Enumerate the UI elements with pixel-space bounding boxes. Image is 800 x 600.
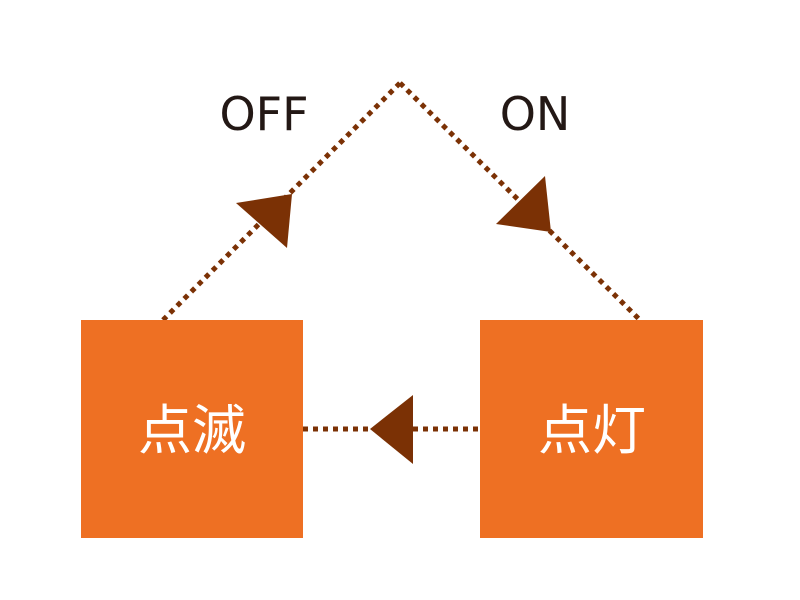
arrowhead-return bbox=[370, 395, 413, 464]
transition-label-off: OFF bbox=[219, 87, 308, 141]
transition-label-on: ON bbox=[500, 87, 571, 141]
state-label-lit: 点灯 bbox=[538, 399, 646, 462]
arrowhead-on bbox=[496, 176, 551, 232]
connector-apex-to-lit bbox=[398, 81, 642, 322]
state-label-blinking: 点滅 bbox=[138, 399, 246, 462]
arrowhead-off bbox=[236, 194, 292, 248]
state-box-lit bbox=[480, 320, 703, 538]
state-box-blinking bbox=[81, 320, 303, 538]
